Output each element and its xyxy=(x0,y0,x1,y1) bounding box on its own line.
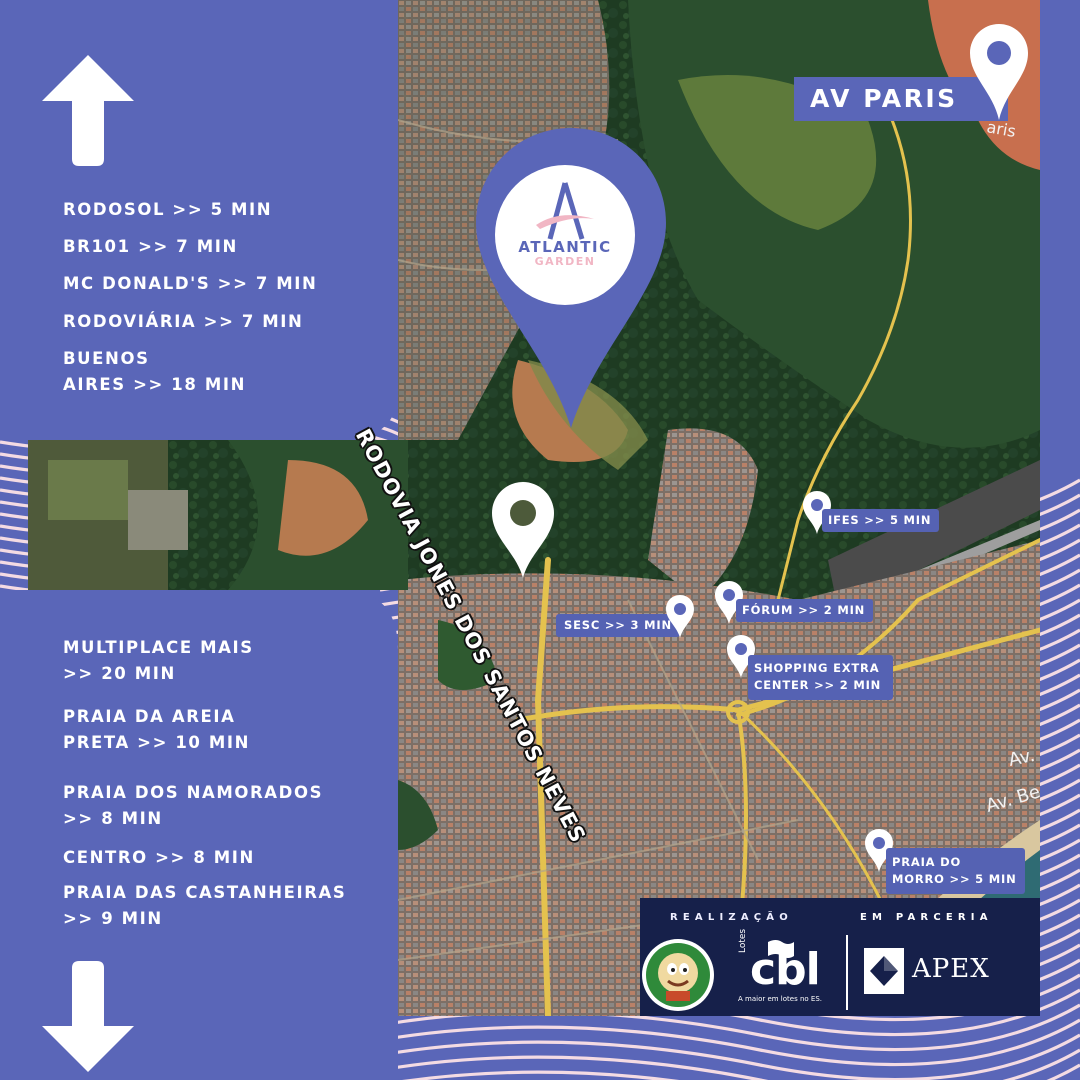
destination-praia-namorados: PRAIA DOS NAMORADOS >> 8 MIN xyxy=(63,783,324,828)
arrow-up-icon xyxy=(42,55,134,166)
destination-rodosol: RODOSOL >> 5 MIN xyxy=(63,200,273,219)
destination-praia-castanheiras: PRAIA DAS CASTANHEIRAS >> 9 MIN xyxy=(63,883,347,928)
stripe-line xyxy=(379,1033,1080,1080)
mascot-logo-icon xyxy=(642,939,714,1011)
stripe-line xyxy=(379,1018,1080,1067)
apex-brand: APEX xyxy=(912,954,990,984)
cbl-small-label: Lotes xyxy=(738,928,748,953)
realizacao-label: REALIZAÇÃO xyxy=(670,912,793,923)
brand-name: ATLANTIC xyxy=(518,238,612,256)
callout-ifes: IFES >> 5 MIN xyxy=(822,509,940,532)
arrow-down-icon xyxy=(42,961,134,1072)
destination-centro: CENTRO >> 8 MIN xyxy=(63,848,255,867)
destination-br101: BR101 >> 7 MIN xyxy=(63,237,238,256)
forum-pin-icon xyxy=(715,581,743,624)
callout-forum: FÓRUM >> 2 MIN xyxy=(736,599,874,622)
destination-praia-areia-preta: PRAIA DA AREIA PRETA >> 10 MIN xyxy=(63,707,251,752)
brand-subname: GARDEN xyxy=(534,255,596,268)
shopping-pin-icon xyxy=(727,635,755,678)
destination-multiplace: MULTIPLACE MAIS >> 20 MIN xyxy=(63,638,254,683)
destination-rodoviaria: RODOVIÁRIA >> 7 MIN xyxy=(63,312,304,331)
map-road-label-paris: aris xyxy=(985,117,1017,141)
parceria-label: EM PARCERIA xyxy=(860,912,993,923)
callout-sesc: SESC >> 3 MIN xyxy=(556,614,680,637)
destination-buenos-aires: BUENOS AIRES >> 18 MIN xyxy=(63,349,246,394)
praia-morro-pin-icon xyxy=(865,829,893,872)
atlantic-garden-logo: ATLANTIC GARDEN xyxy=(495,165,635,305)
rodovia-pin-icon xyxy=(492,482,554,578)
cbl-flag-icon xyxy=(768,940,794,958)
ifes-pin-icon xyxy=(803,491,831,534)
callout-praia-morro: PRAIA DO MORRO >> 5 MIN xyxy=(886,848,1025,894)
callout-av-paris: AV PARIS xyxy=(794,77,1008,121)
destination-mcdonalds: MC DONALD'S >> 7 MIN xyxy=(63,274,318,293)
atlantic-garden-emblem-icon xyxy=(536,182,594,240)
cbl-brand: cbl xyxy=(750,944,821,995)
partner-divider xyxy=(846,935,848,1010)
apex-logo-icon xyxy=(864,948,904,994)
satellite-map-strip xyxy=(28,440,408,590)
cbl-tagline: A maior em lotes no ES. xyxy=(738,995,822,1003)
callout-shopping: SHOPPING EXTRA CENTER >> 2 MIN xyxy=(748,655,894,700)
sesc-pin-icon xyxy=(666,595,694,638)
stripe-line xyxy=(402,1063,1080,1080)
av-paris-pin-icon xyxy=(970,24,1028,120)
